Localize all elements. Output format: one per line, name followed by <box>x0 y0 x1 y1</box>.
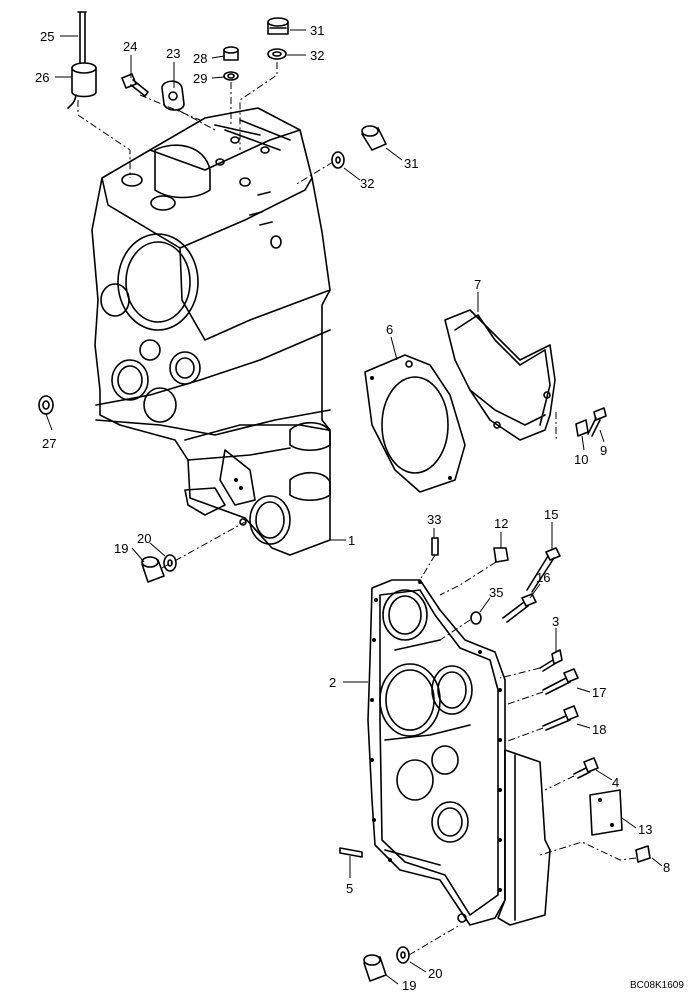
callout-5: 5 <box>346 881 353 896</box>
bolt-part-17 <box>542 668 579 695</box>
washer-part-32-side <box>331 151 345 169</box>
callout-35: 35 <box>489 585 503 600</box>
washer-part-32-top <box>267 48 287 60</box>
callout-8: 8 <box>663 860 670 875</box>
callout-13: 13 <box>638 822 652 837</box>
callout-32-side: 32 <box>360 176 374 191</box>
callout-4: 4 <box>612 775 619 790</box>
callout-6: 6 <box>386 322 393 337</box>
callout-23: 23 <box>166 46 180 61</box>
bolt-part-24 <box>121 73 149 97</box>
bolt-part-18 <box>542 705 579 731</box>
guard-part-7 <box>444 309 556 441</box>
plug-part-19-top <box>141 556 165 583</box>
callout-32-top: 32 <box>310 48 324 63</box>
plug-part-31-top <box>267 17 289 35</box>
housing-part-1 <box>91 107 331 556</box>
nut-part-10 <box>575 419 589 437</box>
washer-part-27 <box>38 395 54 415</box>
callout-7: 7 <box>474 277 481 292</box>
bolt-part-9 <box>587 407 607 437</box>
callout-12: 12 <box>494 516 508 531</box>
callout-labels: 25 24 23 28 29 31 32 26 31 32 7 6 27 9 1… <box>35 23 684 993</box>
callout-20-bottom: 20 <box>428 966 442 981</box>
washer-part-20-bottom <box>396 946 410 964</box>
washer-part-29 <box>223 71 239 81</box>
callout-18: 18 <box>592 722 606 737</box>
callout-17: 17 <box>592 685 606 700</box>
callout-19-top: 19 <box>114 541 128 556</box>
diagram-code: BC08K1609 <box>630 980 684 991</box>
plug-part-19-bottom <box>363 954 387 982</box>
bracket-part-23 <box>161 80 185 111</box>
bolt-part-16 <box>502 593 537 623</box>
plug-part-28 <box>223 46 239 61</box>
sensor-part-26 <box>67 62 97 109</box>
gasket-part-6 <box>364 354 466 493</box>
callout-19-bottom: 19 <box>402 978 416 993</box>
cover-part-2 <box>367 579 551 926</box>
pin-part-33 <box>431 537 439 556</box>
callout-27: 27 <box>42 436 56 451</box>
plate-part-13 <box>589 789 623 836</box>
leader-lines <box>45 29 663 985</box>
callout-10: 10 <box>574 452 588 467</box>
callout-29: 29 <box>193 71 207 86</box>
callout-20-top: 20 <box>137 531 151 546</box>
nut-part-12 <box>493 547 509 563</box>
pin-part-25 <box>77 11 87 69</box>
plug-part-8 <box>635 845 651 863</box>
callout-28: 28 <box>193 51 207 66</box>
washer-part-35 <box>470 611 482 625</box>
callout-15: 15 <box>544 507 558 522</box>
callout-2: 2 <box>329 675 336 690</box>
callout-16: 16 <box>536 570 550 585</box>
callout-26: 26 <box>35 70 49 85</box>
plug-part-31-side <box>361 125 387 151</box>
bolt-part-3 <box>539 649 563 672</box>
callout-9: 9 <box>600 443 607 458</box>
callout-31-side: 31 <box>404 156 418 171</box>
bolt-part-4 <box>573 757 599 779</box>
callout-31-top: 31 <box>310 23 324 38</box>
callout-25: 25 <box>40 29 54 44</box>
washer-part-20-top <box>163 554 177 572</box>
callout-24: 24 <box>123 39 137 54</box>
callout-33: 33 <box>427 512 441 527</box>
assembly-lines <box>77 62 637 956</box>
pin-part-5 <box>339 847 363 858</box>
callout-3: 3 <box>552 614 559 629</box>
callout-1: 1 <box>348 533 355 548</box>
bolt-part-15 <box>526 547 561 593</box>
